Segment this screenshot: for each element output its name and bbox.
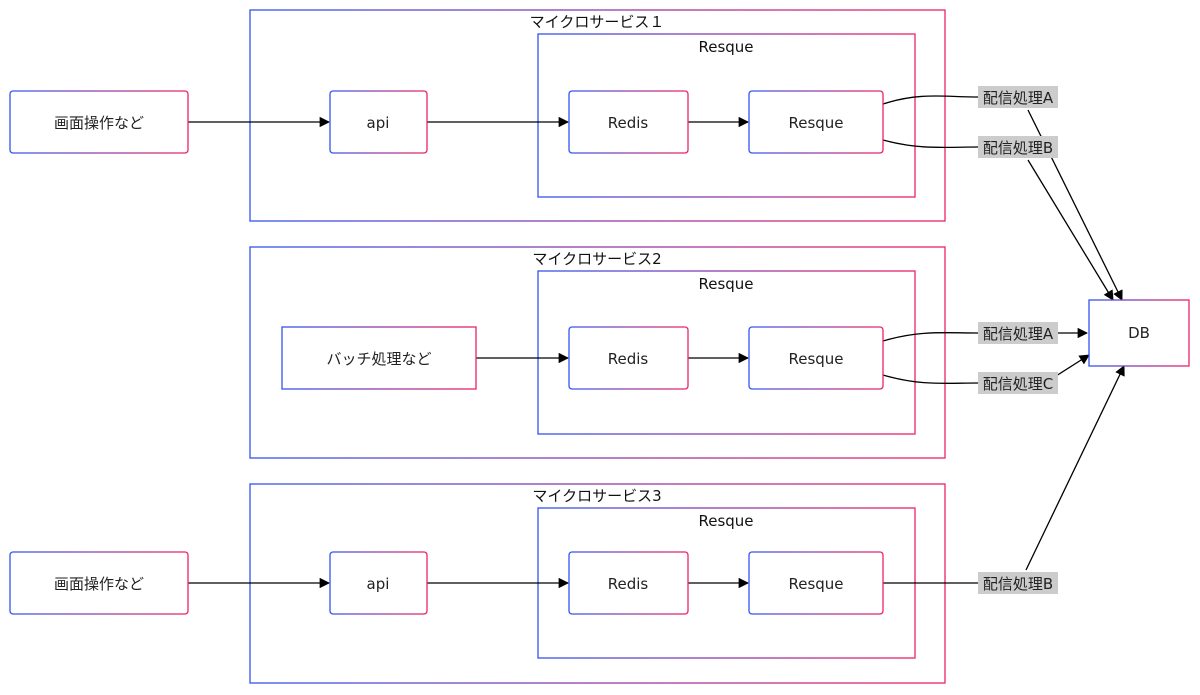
cluster-ms1-resque: Resque	[537, 33, 916, 198]
cluster-ms2-resque: Resque	[537, 270, 916, 435]
node-label: Redis	[608, 575, 649, 593]
node-label: api	[367, 114, 390, 132]
node-label: 画面操作など	[54, 114, 144, 132]
edge-label-1b-db	[1027, 159, 1114, 301]
node-label: DB	[1128, 324, 1150, 342]
node-redis-3[interactable]: Redis	[568, 551, 689, 615]
node-label: Redis	[608, 114, 649, 132]
cluster-microservice-1: マイクロサービス１	[249, 9, 946, 222]
edge-label-text: 配信処理B	[983, 575, 1053, 593]
node-resque-1[interactable]: Resque	[748, 90, 884, 154]
edge-resque1-label-b	[882, 139, 979, 149]
node-label: Resque	[788, 114, 843, 132]
node-api-1[interactable]: api	[329, 90, 428, 154]
node-label: Resque	[788, 350, 843, 368]
edge-label-3b-db	[1025, 365, 1125, 571]
node-resque-2[interactable]: Resque	[748, 326, 884, 390]
cluster-microservice-2-title: マイクロサービス2	[532, 250, 661, 268]
node-batch-processing-2[interactable]: バッチ処理など	[281, 326, 477, 390]
cluster-ms1-resque-title: Resque	[698, 38, 753, 56]
node-label: Redis	[608, 350, 649, 368]
cluster-ms2-resque-title: Resque	[698, 275, 753, 293]
edge-resque2-label-a	[882, 331, 979, 342]
edge-label-1a: 配信処理A	[978, 86, 1058, 108]
cluster-microservice-3-title: マイクロサービス3	[532, 487, 661, 505]
cluster-microservice-1-title: マイクロサービス１	[530, 13, 665, 31]
node-screen-operation-3[interactable]: 画面操作など	[9, 551, 189, 615]
edge-resque1-label-a	[882, 95, 979, 105]
edge-resque2-label-c	[882, 374, 979, 385]
node-redis-2[interactable]: Redis	[568, 326, 689, 390]
node-label: 画面操作など	[54, 575, 144, 593]
edge-label-1b: 配信処理B	[978, 136, 1058, 158]
edge-label-2c: 配信処理C	[978, 372, 1058, 394]
edge-label-text: 配信処理A	[983, 325, 1054, 343]
edge-label-3b: 配信処理B	[978, 572, 1058, 594]
edge-label-text: 配信処理A	[983, 89, 1054, 107]
edge-label-text: 配信処理C	[983, 375, 1053, 393]
node-screen-operation-1[interactable]: 画面操作など	[9, 90, 189, 154]
node-resque-3[interactable]: Resque	[748, 551, 884, 615]
node-label: バッチ処理など	[326, 350, 431, 368]
node-label: Resque	[788, 575, 843, 593]
edge-label-2a: 配信処理A	[978, 322, 1058, 344]
node-label: api	[367, 575, 390, 593]
node-api-3[interactable]: api	[329, 551, 428, 615]
edge-label-text: 配信処理B	[983, 139, 1053, 157]
node-db[interactable]: DB	[1088, 299, 1190, 367]
node-redis-1[interactable]: Redis	[568, 90, 689, 154]
cluster-ms3-resque-title: Resque	[698, 512, 753, 530]
cluster-microservice-2: マイクロサービス2	[249, 246, 946, 459]
